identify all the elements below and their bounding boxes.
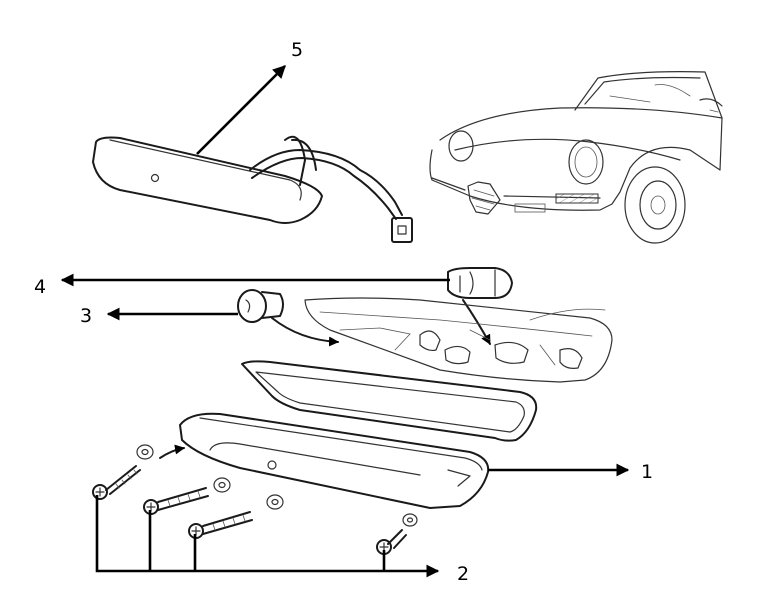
bulb-large [447,267,513,299]
callout-5: 5 [291,39,303,61]
lamp-lens [179,412,490,509]
screw-4 [376,529,407,555]
leader-2 [95,495,440,578]
callout-1: 1 [641,461,653,483]
callout-3: 3 [80,305,92,327]
screw-2 [143,487,209,515]
callout-2: 2 [457,563,469,585]
washer-2 [213,477,231,493]
assembled-lamp [92,135,413,243]
washer-1 [136,444,154,460]
callout-4: 4 [34,276,46,298]
washer-4 [402,513,418,527]
screw-3 [188,511,253,539]
car-illustration [429,71,723,244]
gasket [241,360,538,442]
bulb-small [237,289,284,323]
washer-3 [266,494,284,510]
leader-5 [196,65,286,155]
lamp-housing [304,297,613,383]
screw-1 [92,465,141,500]
